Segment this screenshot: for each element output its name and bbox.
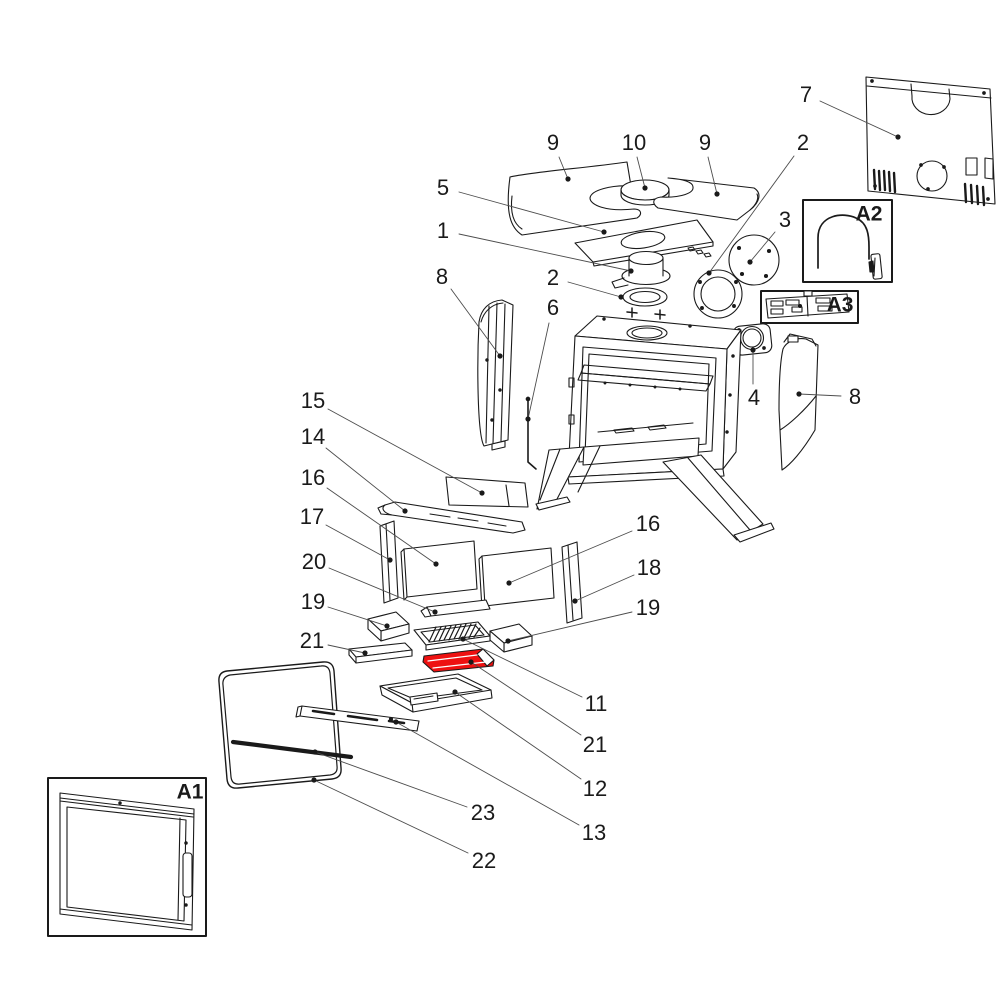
inset-a3-label: A3 [826, 293, 854, 317]
part-20-retainer-bar [420, 599, 491, 618]
part-21-highlighted-red [422, 648, 495, 673]
callout-18: 18 [636, 555, 662, 580]
part-12-ash-pan [379, 673, 493, 713]
part-9-top-plate-left [507, 161, 642, 236]
callout-21-left: 21 [299, 628, 325, 653]
callout-4: 4 [747, 385, 761, 410]
part-15-baffle [445, 476, 529, 508]
part-1-flue-collar [611, 250, 671, 289]
callout-14: 14 [300, 424, 326, 449]
callout-5: 5 [436, 175, 450, 200]
part-19-block-left [367, 611, 410, 642]
callout-11: 11 [584, 691, 608, 716]
part-6-pin [525, 396, 537, 470]
callout-19-right: 19 [635, 595, 661, 620]
callout-8-left: 8 [435, 264, 449, 289]
part-2-ring-right [693, 269, 743, 319]
part-11-grate [413, 621, 491, 651]
callout-16-left: 16 [300, 465, 326, 490]
part-7-back-panel [865, 76, 996, 207]
callout-16-right: 16 [635, 511, 661, 536]
callout-23: 23 [470, 800, 496, 825]
leader-dots [311, 134, 901, 783]
stove-body [535, 307, 775, 543]
callout-17: 17 [299, 504, 325, 529]
callout-3: 3 [778, 207, 792, 232]
part-23-handle-rod [230, 739, 354, 760]
callout-12: 12 [582, 776, 608, 801]
callout-20: 20 [301, 549, 327, 574]
part-8-side-panel-right [778, 333, 819, 471]
part-21-bar-left [348, 642, 413, 664]
part-3-blanking-plate [728, 234, 780, 286]
callout-10: 10 [621, 130, 647, 155]
inset-a1-label: A1 [176, 780, 204, 804]
part-8-side-panel-left [477, 299, 514, 451]
inset-a1-box [47, 777, 207, 937]
callout-13: 13 [581, 820, 607, 845]
part-19-block-right [489, 623, 533, 653]
inset-a2-label: A2 [855, 202, 883, 226]
inset-a3-box [760, 290, 859, 324]
leader-lines [313, 100, 899, 854]
part-18-strip-right [561, 541, 583, 624]
part-9-top-plate-right [653, 177, 760, 221]
part-22-door-gasket [218, 661, 342, 789]
callout-9-top-left: 9 [546, 130, 560, 155]
part-14-support-rail [377, 501, 526, 534]
callout-21-right: 21 [582, 732, 608, 757]
part-2-ring-left [622, 287, 668, 307]
callout-15: 15 [300, 388, 326, 413]
callout-7: 7 [799, 82, 813, 107]
part-16-brick-left [400, 540, 478, 601]
inset-a2-box [802, 199, 893, 283]
callout-2-left: 2 [546, 265, 560, 290]
callout-1: 1 [436, 218, 450, 243]
callout-9-top-right: 9 [698, 130, 712, 155]
part-13-slide-plate [295, 705, 420, 732]
callout-19-left: 19 [300, 589, 326, 614]
callout-6: 6 [546, 295, 560, 320]
callout-2-top: 2 [796, 130, 810, 155]
callout-8-right: 8 [848, 384, 862, 409]
part-16-brick-right [478, 547, 555, 610]
callout-22: 22 [471, 848, 497, 873]
